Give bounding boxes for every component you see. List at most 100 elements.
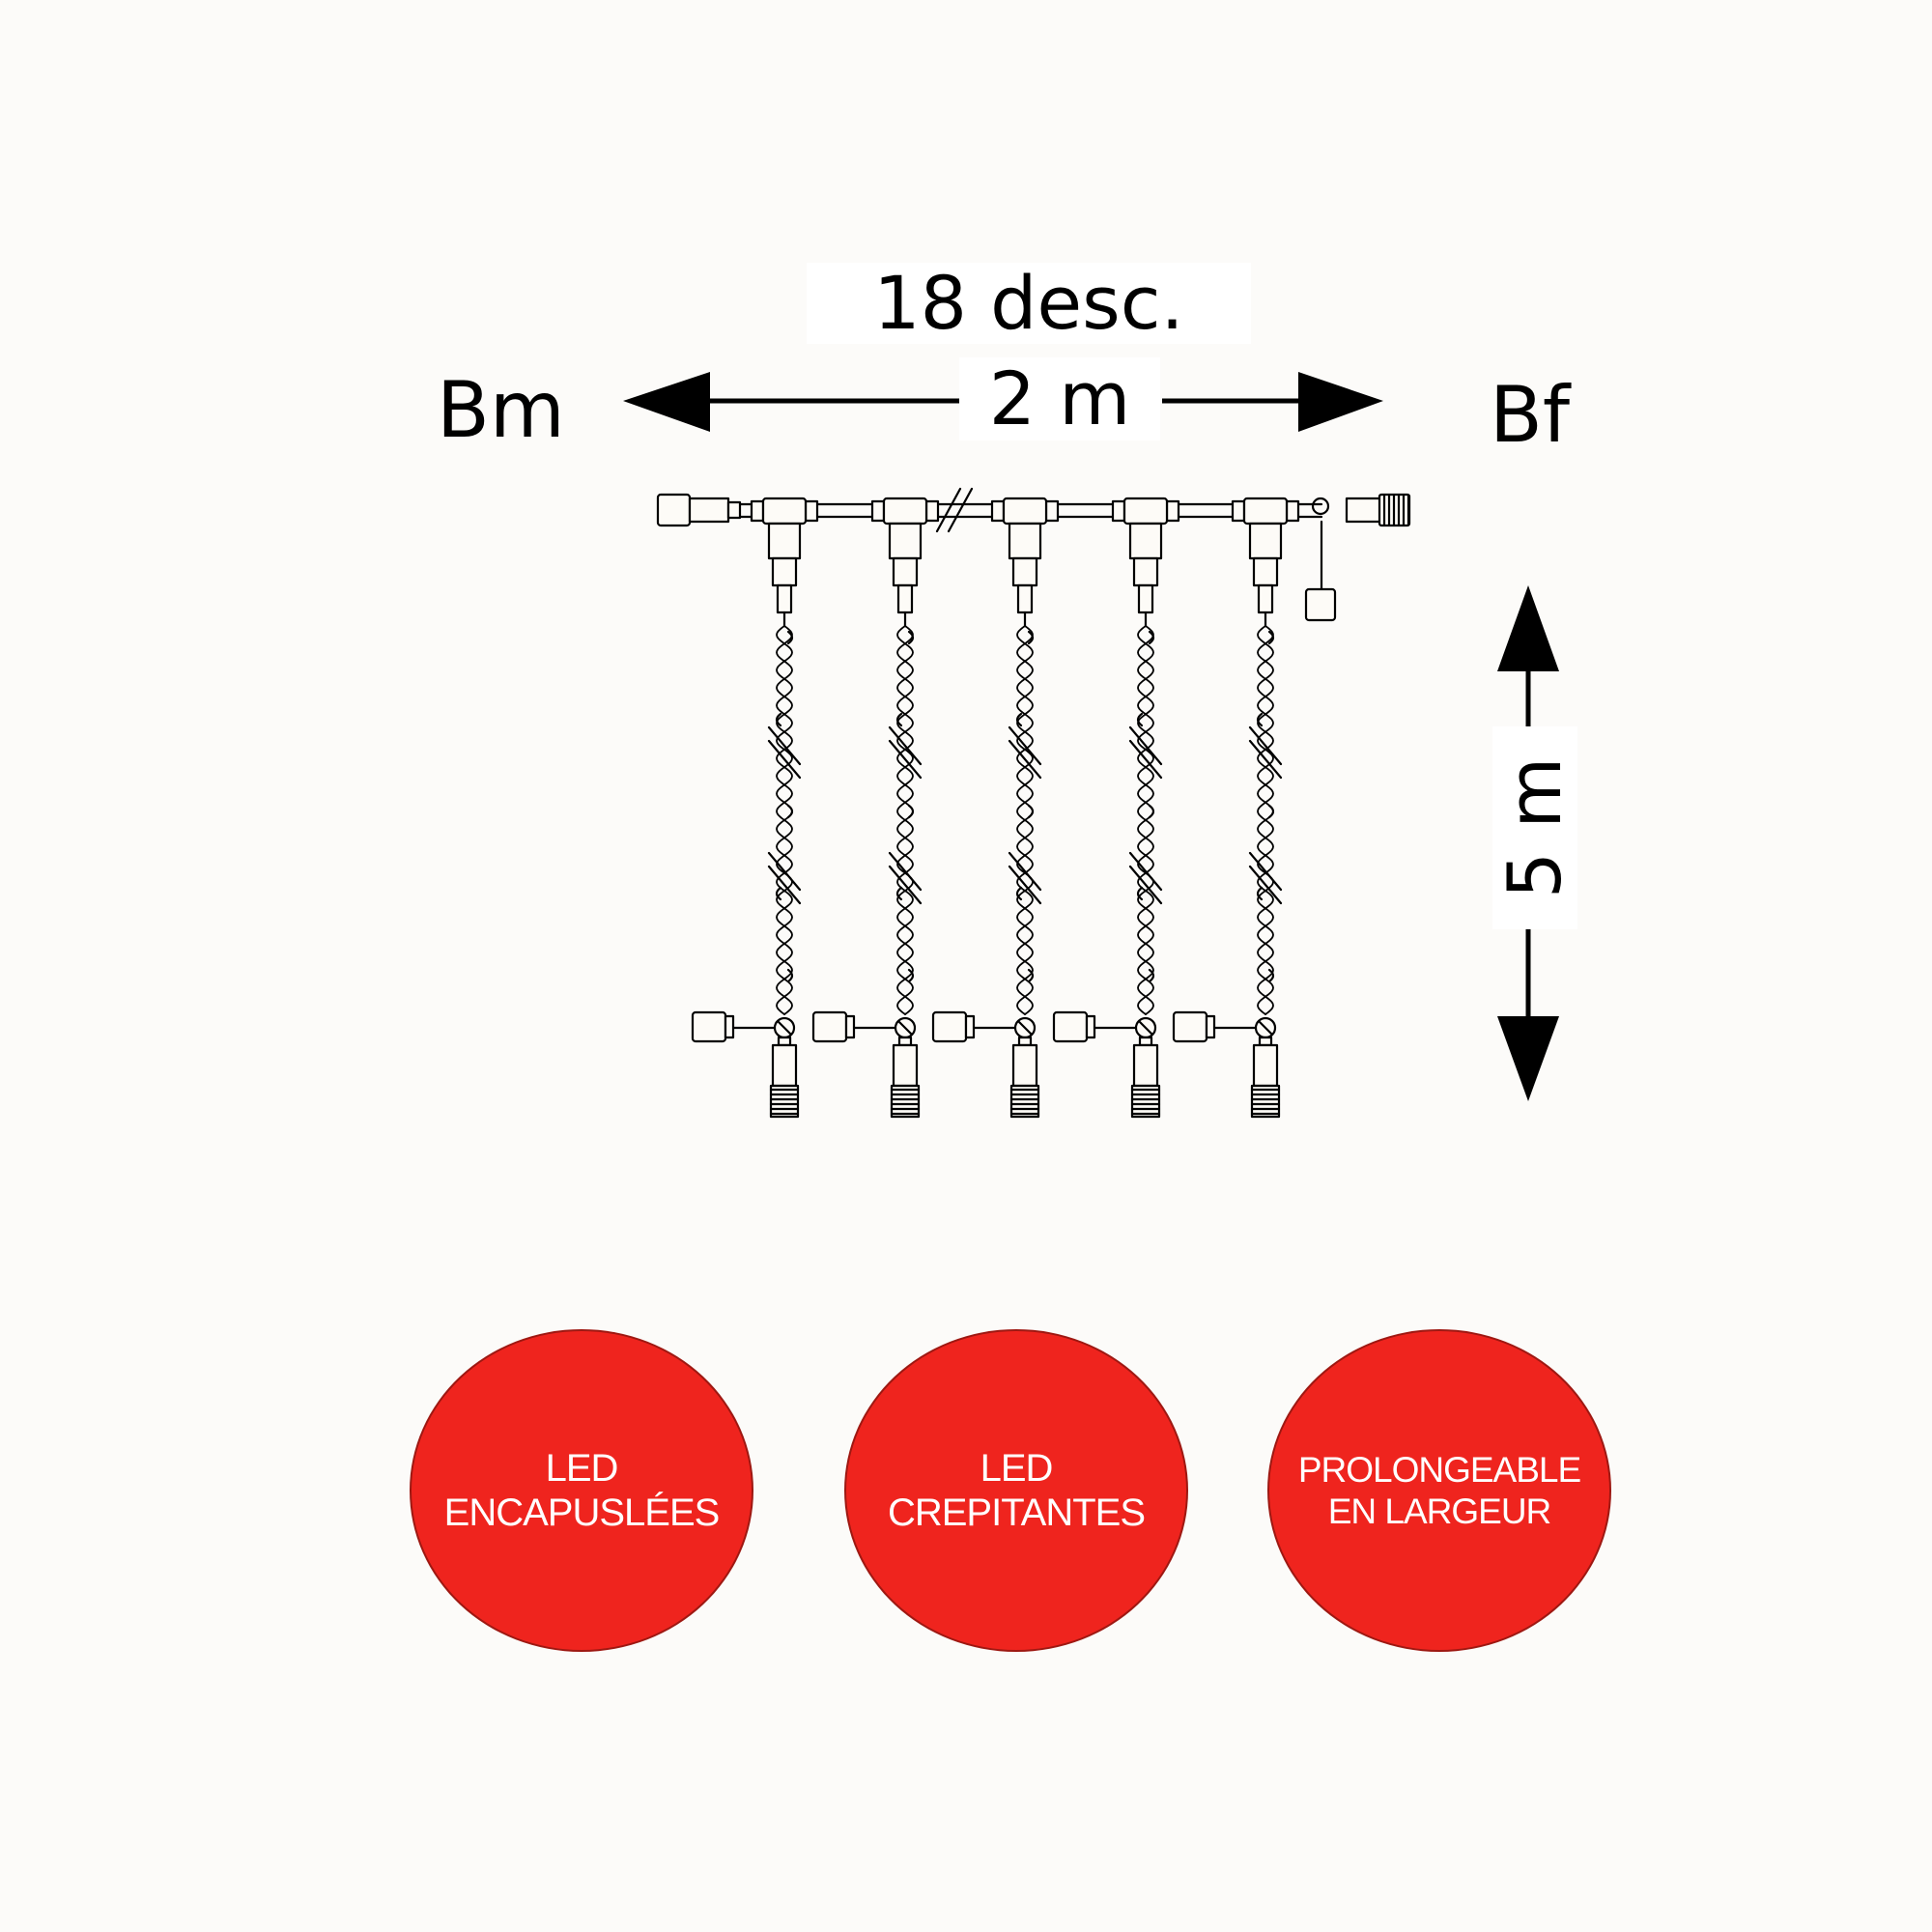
drop-wire-strand-b	[1137, 625, 1154, 1015]
drop-connector-neck	[1132, 556, 1159, 587]
tee-junction	[1122, 497, 1169, 526]
side-cap	[931, 1010, 968, 1043]
led-bulb	[786, 804, 794, 819]
led-bulb	[895, 886, 903, 901]
drop-wire-strand-b	[896, 625, 914, 1015]
height-arrow-head-top	[1497, 585, 1559, 671]
bottom-stem	[1138, 1036, 1153, 1047]
drop-break-mark	[1248, 725, 1283, 780]
drop-break-mark	[1248, 851, 1283, 905]
tee-collar-left	[990, 499, 1006, 523]
female-connector-threads	[1382, 494, 1410, 526]
led-bulb	[895, 712, 903, 727]
tee-collar-left	[1111, 499, 1126, 523]
bottom-ring-clip	[777, 1020, 792, 1036]
drop-1	[691, 497, 819, 1119]
drop-connector-stem	[1137, 583, 1154, 614]
drop-connector-stem	[896, 583, 914, 614]
badge-3-line-1: PROLONGEABLE	[1297, 1450, 1581, 1490]
side-cap-collar	[1205, 1014, 1216, 1039]
tee-collar-left	[750, 499, 765, 523]
side-cap	[811, 1010, 848, 1043]
drop-connector-stem	[1257, 583, 1274, 614]
side-cap	[691, 1010, 727, 1043]
drop-connector-neck	[892, 556, 919, 587]
led-bulb	[1148, 630, 1155, 645]
badge-1-line-1: LED	[545, 1447, 619, 1490]
bottom-thread	[1250, 1084, 1281, 1119]
bottom-ring-clip	[1017, 1020, 1033, 1036]
led-bulb	[1027, 804, 1035, 819]
bottom-stem	[1258, 1036, 1273, 1047]
bottom-connector	[1011, 1043, 1038, 1088]
led-bulb	[1148, 804, 1155, 819]
badge-extendable-width: PROLONGEABLE EN LARGEUR	[1269, 1331, 1609, 1650]
drop-connector	[767, 522, 802, 560]
male-connector-collar	[688, 497, 730, 524]
badge-encapsulated-led: LED ENCAPUSLÉES	[412, 1331, 752, 1650]
led-bulb	[1027, 630, 1035, 645]
badge-3-line-2: EN LARGEUR	[1327, 1492, 1552, 1531]
tee-junction	[761, 497, 808, 526]
male-end-label: Bm	[437, 365, 565, 455]
drop-break-mark	[1008, 725, 1042, 780]
tee-junction	[1242, 497, 1289, 526]
drop-5	[1172, 497, 1300, 1119]
tee-collar-right	[1044, 499, 1060, 523]
badge-twinkling-led: LED CREPITANTES	[846, 1331, 1186, 1650]
tee-junction	[882, 497, 928, 526]
bottom-connector	[771, 1043, 798, 1088]
led-bulb	[1256, 886, 1264, 901]
led-bulb	[907, 630, 915, 645]
male-connector-body	[656, 493, 692, 527]
drop-connector-neck	[1252, 556, 1279, 587]
drop-4	[1052, 497, 1180, 1119]
tee-collar-right	[1285, 499, 1300, 523]
side-cap-collar	[844, 1014, 856, 1039]
drop-break-mark	[888, 725, 923, 780]
led-bulb	[907, 968, 915, 983]
bottom-thread	[1009, 1084, 1040, 1119]
led-bulb	[1015, 886, 1023, 901]
side-cap-collar	[964, 1014, 976, 1039]
descents-label: 18 desc.	[807, 263, 1251, 344]
drop-connector	[1248, 522, 1283, 560]
side-cap-collar	[1085, 1014, 1096, 1039]
tee-collar-right	[1165, 499, 1180, 523]
width-label: 2 m	[959, 357, 1160, 440]
tee-junction	[1002, 497, 1048, 526]
tee-collar-left	[870, 499, 886, 523]
badge-2-line-1: LED	[980, 1447, 1054, 1490]
tee-collar-right	[804, 499, 819, 523]
side-cap-collar	[724, 1014, 735, 1039]
led-bulb	[1015, 712, 1023, 727]
led-bulb	[1267, 804, 1275, 819]
dimension-arrows	[623, 372, 1559, 1101]
height-label: 5 m	[1492, 756, 1577, 899]
drop-break-mark	[888, 851, 923, 905]
drop-break-mark	[1128, 851, 1163, 905]
side-cap	[1052, 1010, 1089, 1043]
drop-break-mark	[767, 851, 802, 905]
hook-loop	[1311, 497, 1330, 516]
height-arrow-head-bottom	[1497, 1016, 1559, 1101]
bottom-connector	[1132, 1043, 1159, 1088]
side-cap	[1172, 1010, 1208, 1043]
drop-connector	[1008, 522, 1042, 560]
led-bulb	[1267, 968, 1275, 983]
drop-connector-neck	[771, 556, 798, 587]
drop-connector-stem	[1016, 583, 1034, 614]
drop-connector-stem	[776, 583, 793, 614]
end-cap	[1304, 587, 1337, 622]
height-label-box: 5 m	[1492, 726, 1577, 929]
led-bulb	[1148, 968, 1155, 983]
drop-connector	[888, 522, 923, 560]
drop-break-mark	[1128, 725, 1163, 780]
led-bulb	[775, 886, 782, 901]
drop-break-mark	[767, 725, 802, 780]
drop-2	[811, 497, 940, 1119]
bottom-stem	[777, 1036, 792, 1047]
led-bulb	[775, 712, 782, 727]
drop-break-mark	[1008, 851, 1042, 905]
female-connector-neck	[1345, 497, 1383, 524]
